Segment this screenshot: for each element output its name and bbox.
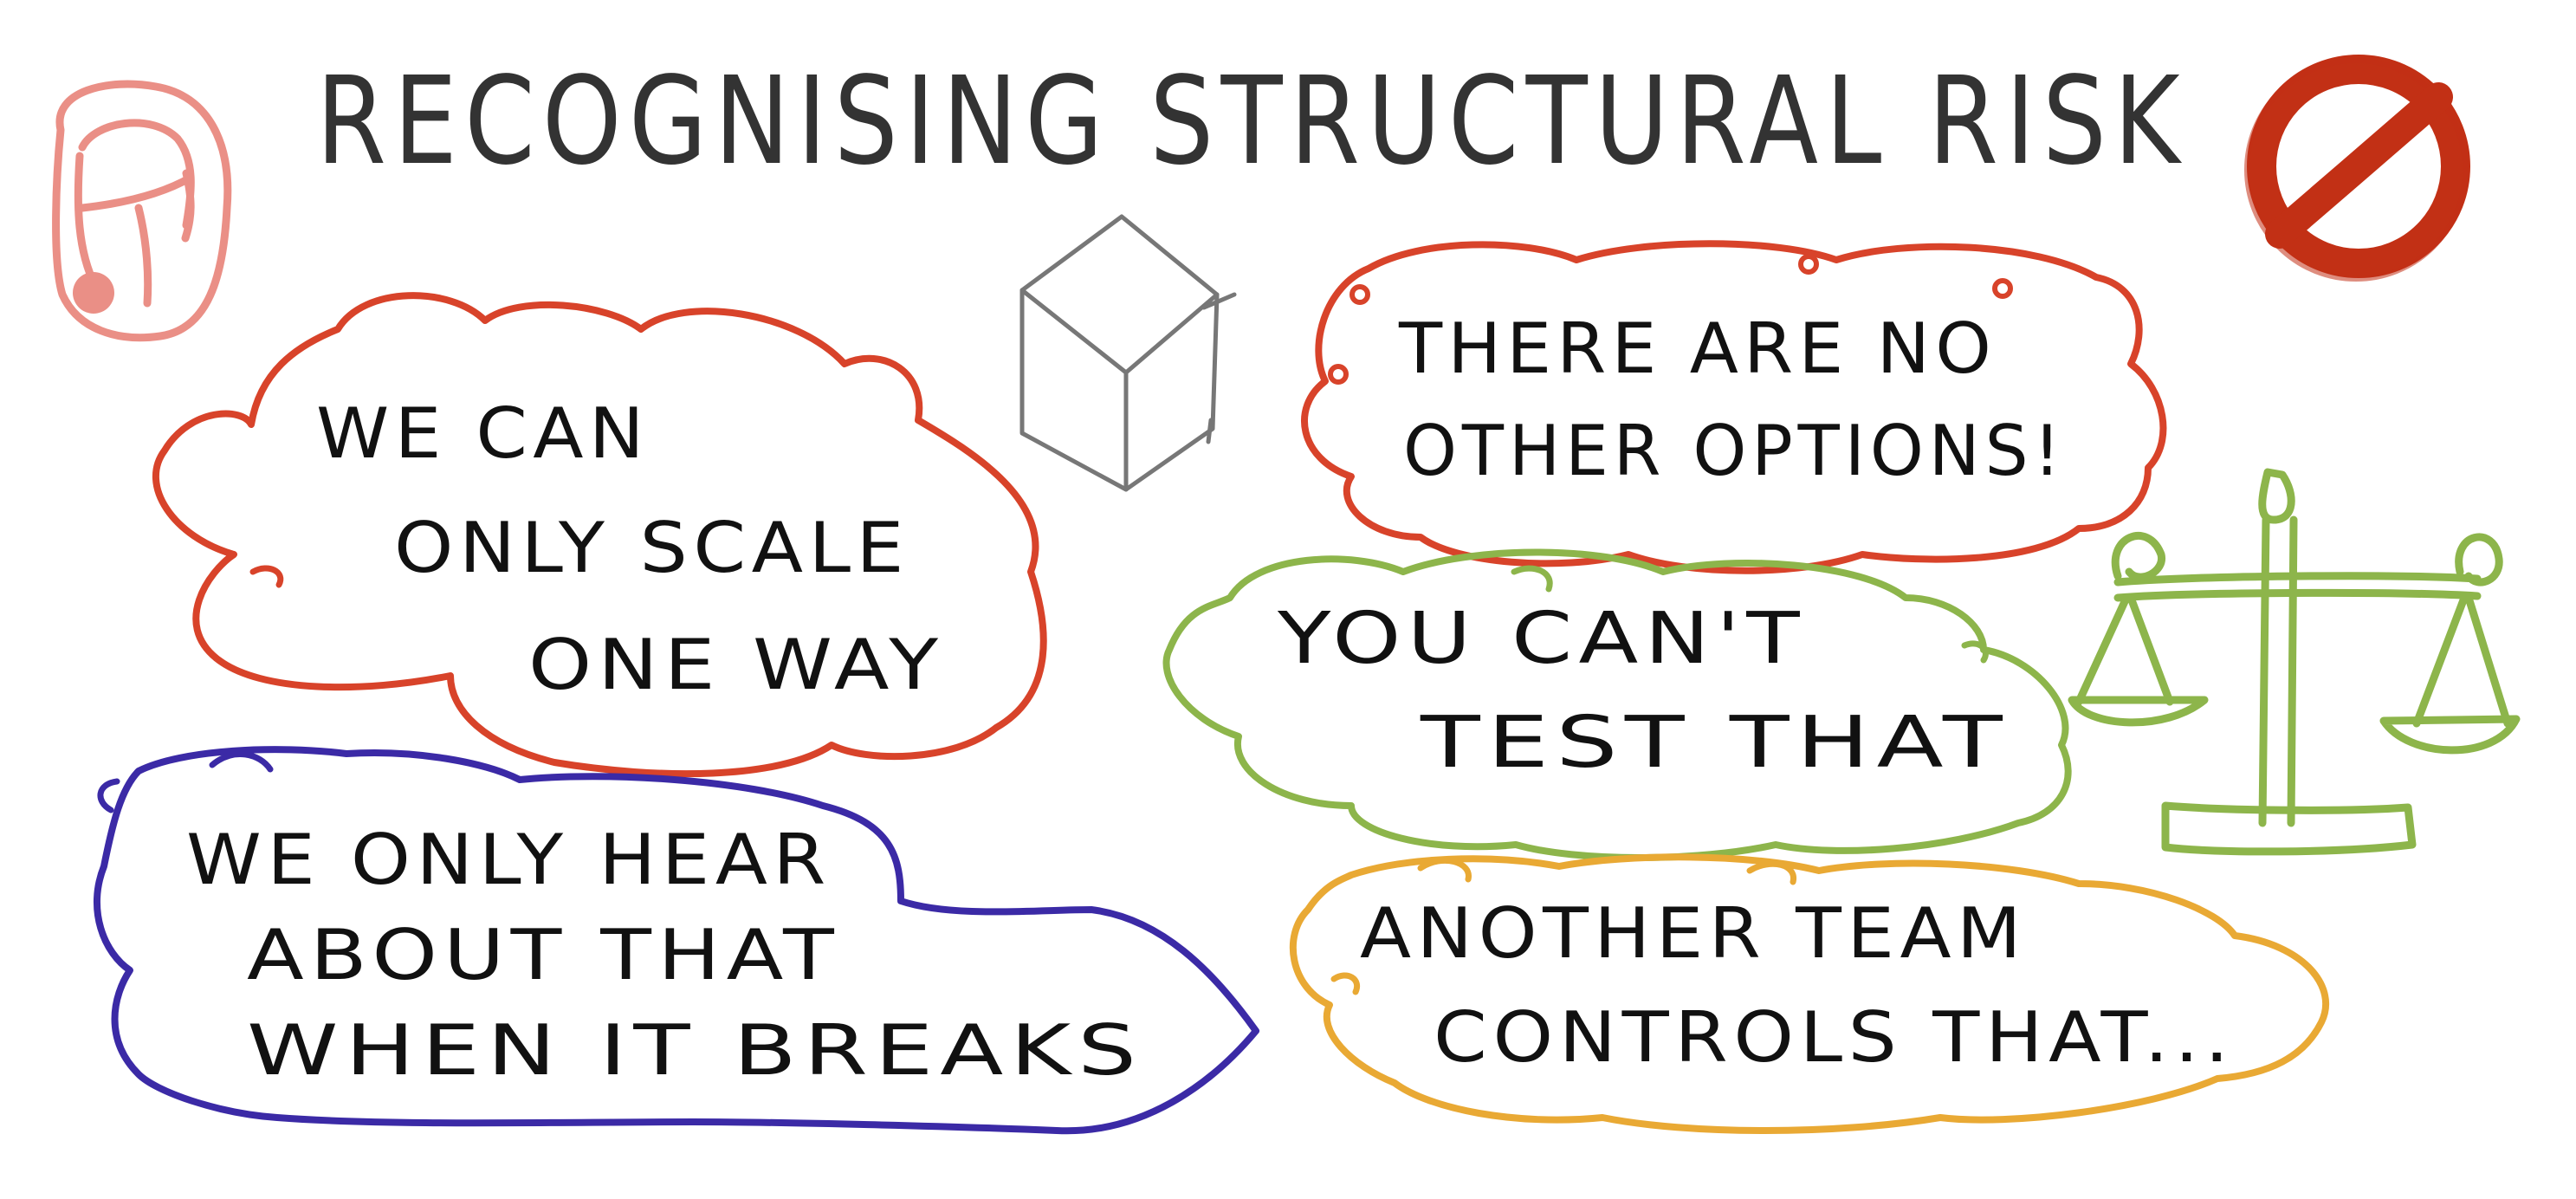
bubble-no-other-options: THERE ARE NO OTHER OPTIONS! bbox=[1301, 240, 2167, 574]
bubble-line: TEST THAT bbox=[1420, 702, 2010, 784]
bubble-outline bbox=[152, 292, 1047, 778]
no-entry-icon bbox=[2244, 55, 2470, 282]
bubble-outline bbox=[1162, 548, 2072, 861]
bubble-line: ONE WAY bbox=[528, 625, 944, 705]
bubble-cant-test-that: YOU CAN'T TEST THAT bbox=[1162, 548, 2072, 861]
bubble-line: ABOUT THAT bbox=[247, 915, 840, 995]
bubble-line: WE CAN bbox=[316, 393, 650, 474]
bubble-line: OTHER OPTIONS! bbox=[1403, 411, 2066, 491]
page-title: RECOGNISING STRUCTURAL RISK bbox=[316, 51, 2187, 192]
bubble-line: WHEN IT BREAKS bbox=[247, 1010, 1143, 1091]
bubble-line: WE ONLY HEAR bbox=[186, 820, 832, 900]
headset-person-icon bbox=[52, 80, 232, 342]
balance-scale-icon bbox=[2068, 468, 2521, 856]
bubble-line: YOU CAN'T bbox=[1277, 598, 1806, 680]
bubble-outline bbox=[1301, 240, 2167, 574]
bubble-only-scale-one-way: WE CAN ONLY SCALE ONE WAY bbox=[152, 292, 1047, 778]
bubble-only-hear-when-breaks: WE ONLY HEAR ABOUT THAT WHEN IT BREAKS bbox=[94, 746, 1259, 1135]
cube-icon bbox=[1019, 214, 1237, 492]
bubble-outline bbox=[94, 746, 1259, 1135]
bubble-line: ONLY SCALE bbox=[394, 508, 909, 588]
bubble-line: ANOTHER TEAM bbox=[1360, 893, 2027, 974]
bubble-line: CONTROLS THAT... bbox=[1434, 997, 2235, 1078]
bubble-line: THERE ARE NO bbox=[1398, 308, 1997, 389]
bubble-another-team-controls: ANOTHER TEAM CONTROLS THAT... bbox=[1289, 853, 2329, 1134]
